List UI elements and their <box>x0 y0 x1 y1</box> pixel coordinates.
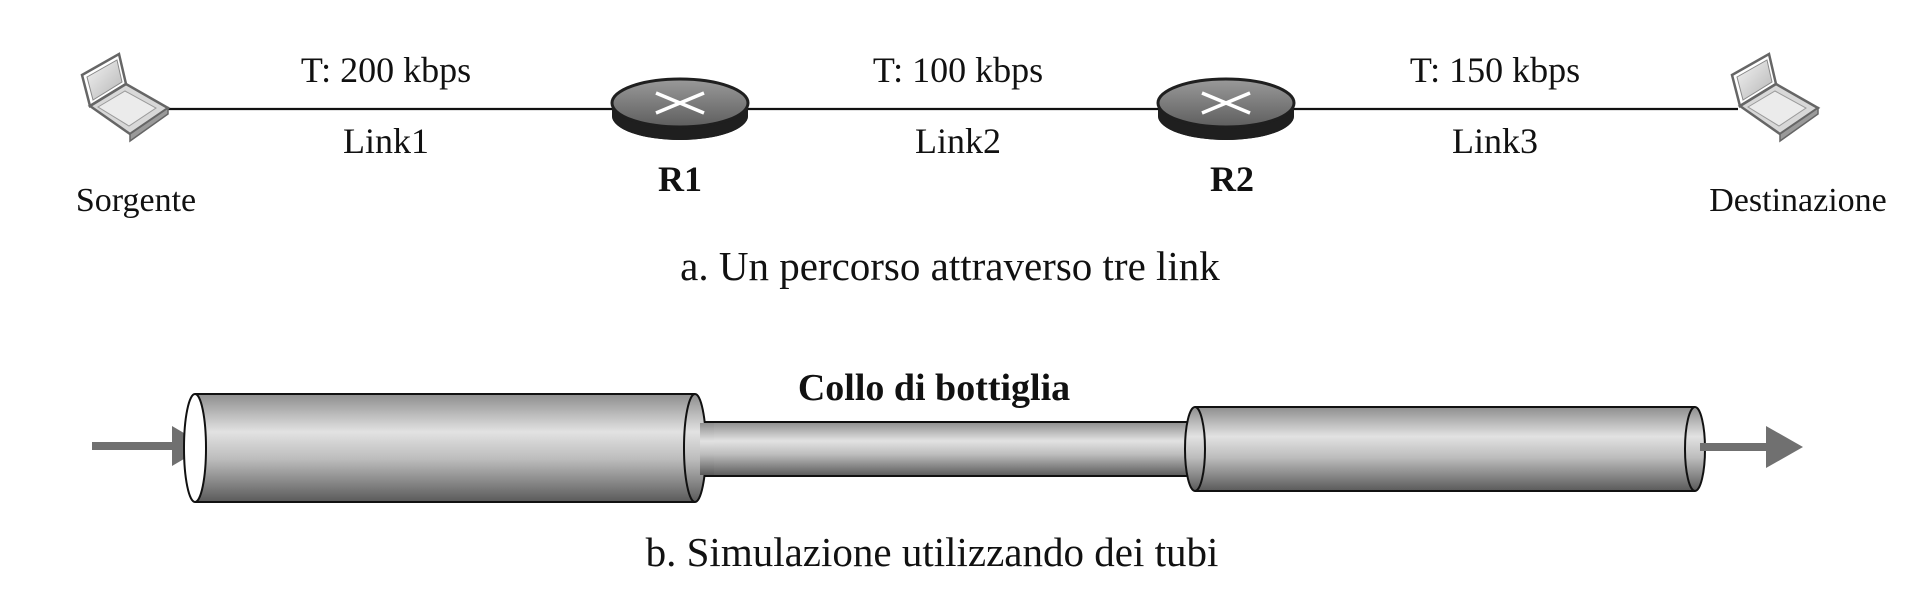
pipe-link1 <box>183 393 695 503</box>
router-r2-icon <box>1156 77 1296 140</box>
link1-name-label: Link1 <box>343 121 429 161</box>
network-path: T: 200 kbps Link1 T: 100 kbps Link2 T: 1… <box>76 50 1887 289</box>
bottleneck-label: Collo di bottiglia <box>798 367 1070 409</box>
destination-laptop-icon <box>1730 52 1821 143</box>
pipe-link2-bottleneck <box>683 393 1195 503</box>
source-laptop-icon <box>80 52 171 143</box>
caption-b: b. Simulazione utilizzando dei tubi <box>646 529 1219 575</box>
router-r1-label: R1 <box>658 159 702 199</box>
link3-throughput-label: T: 150 kbps <box>1410 50 1580 90</box>
caption-a: a. Un percorso attraverso tre link <box>680 243 1220 289</box>
link2-throughput-label: T: 100 kbps <box>873 50 1043 90</box>
pipe-simulation: Collo di bottiglia b. Simulazione utiliz… <box>92 367 1803 575</box>
pipe-link3 <box>1184 406 1706 492</box>
router-r2-label: R2 <box>1210 159 1254 199</box>
router-r1-icon <box>610 77 750 140</box>
link1-throughput-label: T: 200 kbps <box>301 50 471 90</box>
link2-name-label: Link2 <box>915 121 1001 161</box>
output-arrow-icon <box>1700 426 1803 468</box>
link3-name-label: Link3 <box>1452 121 1538 161</box>
destination-label: Destinazione <box>1709 182 1887 219</box>
source-label: Sorgente <box>76 182 196 219</box>
